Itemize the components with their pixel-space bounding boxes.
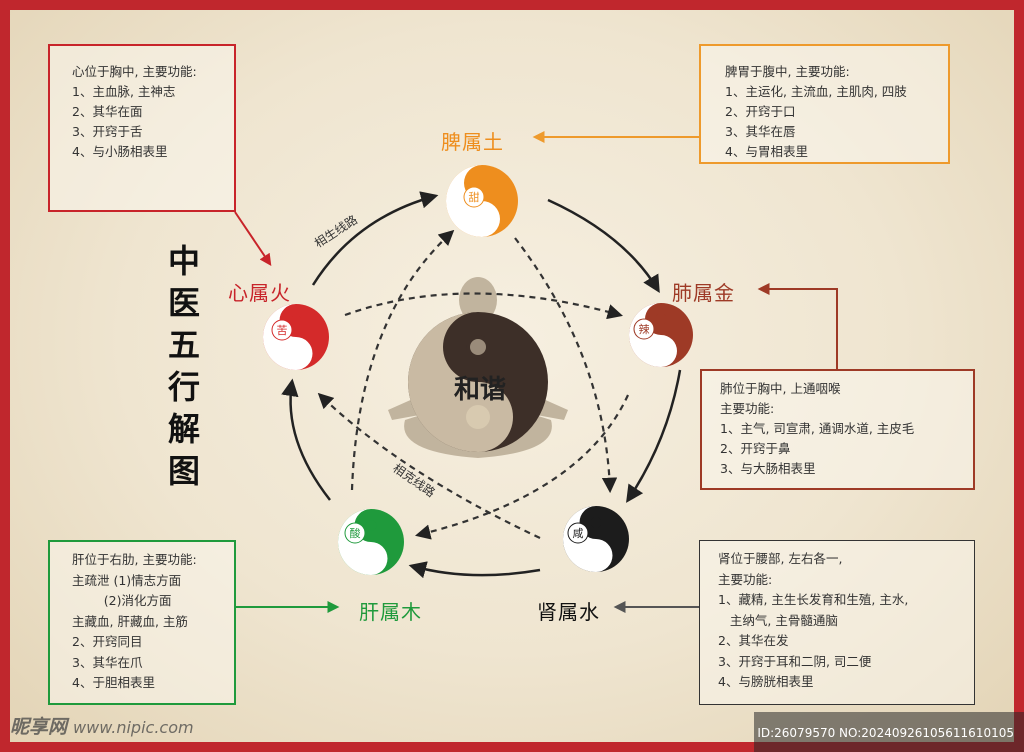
- info-line: 1、藏精, 主生长发育和生殖, 主水,: [718, 592, 909, 607]
- kidney-label: 肾属水: [537, 600, 600, 624]
- lung-info-box: 肺位于胸中, 上通咽喉 主要功能: 1、主气, 司宣肃, 通调水道, 主皮毛 2…: [700, 369, 975, 490]
- kidney-yinyang-icon: 咸: [563, 506, 629, 572]
- watermark-brand: 昵享网: [10, 716, 68, 738]
- title-char: 图: [167, 452, 200, 490]
- controlling-cycle-arrows: [317, 229, 629, 540]
- title-char: 解: [167, 410, 200, 448]
- liver-info-box: 肝位于右肋, 主要功能: 主疏泄 (1)情志方面 (2)消化方面 主藏血, 肝藏…: [48, 540, 236, 705]
- heart-info-box: 心位于胸中, 主要功能: 1、主血脉, 主神志 2、其华在面 3、开窍于舌 4、…: [48, 44, 236, 212]
- watermark: 昵享网 www.nipic.com: [10, 712, 194, 739]
- id-bar: [754, 712, 1024, 752]
- info-line: 肝位于右肋, 主要功能:: [72, 552, 197, 567]
- title-char: 五: [167, 326, 200, 364]
- kidney-info-box: 肾位于腰部, 左右各一, 主要功能: 1、藏精, 主生长发育和生殖, 主水, 主…: [699, 540, 975, 705]
- lung-label: 肺属金: [672, 281, 735, 305]
- watermark-url: www.nipic.com: [73, 718, 194, 737]
- info-line: 4、与胃相表里: [725, 144, 808, 159]
- lung-taste: 辣: [639, 322, 650, 336]
- heart-taste: 苦: [277, 324, 288, 337]
- info-line: 2、开窍于鼻: [720, 441, 791, 456]
- liver-label: 肝属木: [359, 600, 422, 624]
- spleen-yinyang-icon: 甜: [446, 165, 518, 237]
- liver-taste: 酸: [350, 526, 361, 540]
- info-line: 4、于胆相表里: [72, 675, 155, 690]
- lung-yinyang-icon: 辣: [629, 303, 693, 367]
- spleen-info-box: 脾胃于腹中, 主要功能: 1、主运化, 主流血, 主肌肉, 四肢 2、开窍于口 …: [699, 44, 950, 164]
- heart-yinyang-icon: 苦: [263, 304, 329, 370]
- liver-yinyang-icon: 酸: [338, 509, 404, 575]
- info-line: 1、主血脉, 主神志: [72, 84, 176, 99]
- poster-title: 中 医 五 行 解 图: [160, 240, 208, 492]
- info-line: 2、开窍于口: [725, 104, 796, 119]
- info-line: (2)消化方面: [72, 593, 172, 608]
- info-line: 3、开窍于耳和二阴, 司二便: [718, 653, 872, 669]
- heart-label: 心属火: [228, 281, 291, 305]
- generating-cycle-label: 相生线路: [311, 212, 359, 251]
- lung-box-arrow: [757, 283, 838, 370]
- info-line: 3、开窍于舌: [72, 124, 143, 139]
- harmony-yinyang-icon: [408, 312, 548, 452]
- info-line: 1、主运化, 主流血, 主肌肉, 四肢: [725, 84, 907, 99]
- info-line: 心位于胸中, 主要功能:: [72, 64, 197, 79]
- spleen-label: 脾属土: [441, 130, 504, 154]
- info-line: 主要功能:: [718, 571, 773, 587]
- info-line: 主疏泄 (1)情志方面: [72, 572, 182, 588]
- info-line: 主纳气, 主骨髓通脑: [718, 612, 838, 628]
- info-line: 3、其华在唇: [725, 124, 796, 139]
- info-line: 2、其华在发: [718, 633, 789, 648]
- heart-box-arrow: [234, 211, 272, 266]
- generating-cycle-arrows: [281, 191, 682, 579]
- info-line: 主藏血, 肝藏血, 主筋: [72, 613, 188, 629]
- info-line: 脾胃于腹中, 主要功能:: [725, 64, 850, 79]
- info-line: 主要功能:: [720, 401, 775, 416]
- kidney-taste: 咸: [573, 527, 584, 540]
- info-line: 4、与小肠相表里: [72, 144, 168, 159]
- info-line: 2、开窍同目: [72, 634, 143, 649]
- title-char: 行: [167, 368, 200, 406]
- info-line: 3、其华在爪: [72, 654, 143, 670]
- info-line: 4、与膀胱相表里: [718, 674, 814, 689]
- center-harmony-label: 和谐: [454, 375, 506, 405]
- info-line: 3、与大肠相表里: [720, 461, 816, 476]
- info-line: 肺位于胸中, 上通咽喉: [720, 381, 841, 396]
- image-id-text: ID:26079570 NO:20240926105611610105: [757, 726, 1014, 740]
- info-line: 1、主气, 司宣肃, 通调水道, 主皮毛: [720, 421, 915, 436]
- title-char: 中: [167, 242, 200, 280]
- info-line: 肾位于腰部, 左右各一,: [718, 551, 843, 566]
- spleen-taste: 甜: [469, 191, 480, 204]
- title-char: 医: [167, 284, 200, 322]
- info-line: 2、其华在面: [72, 104, 143, 119]
